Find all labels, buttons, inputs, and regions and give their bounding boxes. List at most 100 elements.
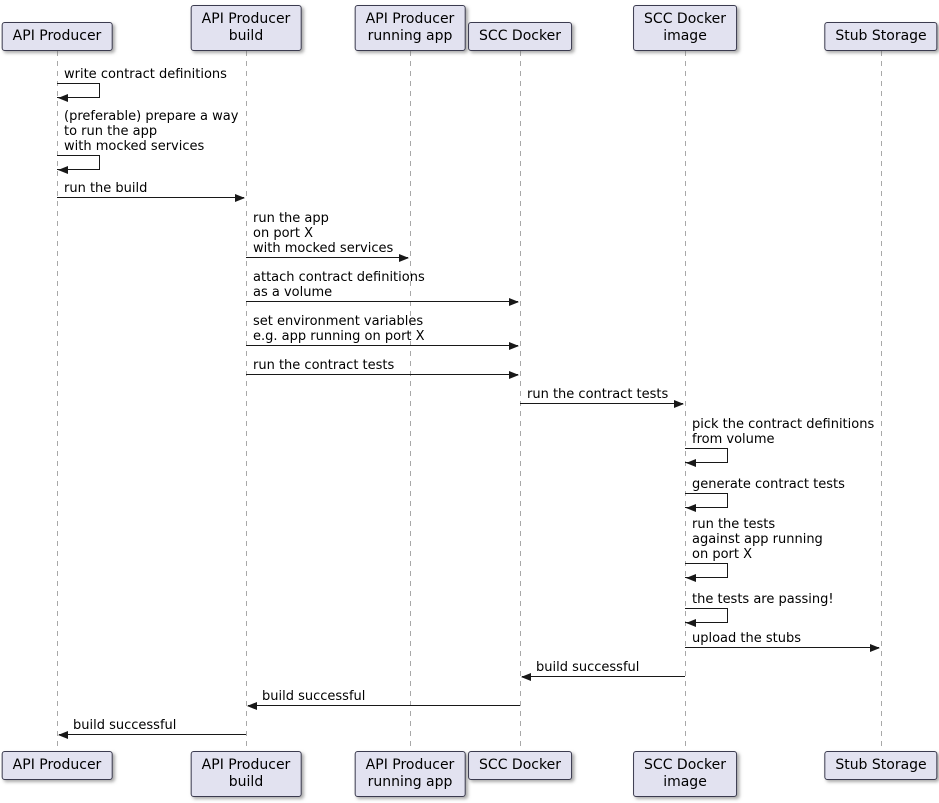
- message-text: e.g. app running on port X: [253, 329, 425, 344]
- participant-label: build: [228, 774, 264, 790]
- self-message-line: [685, 493, 727, 494]
- message-line: [246, 301, 518, 302]
- message-text: attach contract definitions: [253, 270, 425, 285]
- message-arrowhead: [686, 503, 696, 512]
- participant-top-api-producer: API Producer: [1, 22, 113, 51]
- participant-label: API Producer: [365, 11, 455, 27]
- message-text: from volume: [692, 432, 775, 447]
- message-line: [246, 257, 408, 258]
- participant-label: image: [663, 28, 707, 44]
- message-text: pick the contract definitions: [692, 417, 875, 432]
- participant-label: API Producer: [365, 757, 455, 773]
- message-line: [248, 705, 520, 706]
- participant-label: API Producer: [201, 11, 291, 27]
- self-message-line: [57, 83, 99, 84]
- message-text: (preferable) prepare a way: [64, 109, 239, 124]
- self-message-line: [99, 155, 100, 170]
- participant-label: SCC Docker: [479, 757, 561, 773]
- message-text: run the build: [64, 181, 148, 196]
- message-label: run the build: [64, 181, 147, 196]
- message-arrowhead: [58, 165, 68, 174]
- message-label: upload the stubs: [692, 631, 801, 646]
- participant-label: SCC Docker: [479, 28, 561, 44]
- message-arrowhead: [870, 643, 880, 652]
- participant-label: build: [228, 28, 264, 44]
- self-message-line: [685, 622, 727, 623]
- participant-label: Stub Storage: [835, 28, 927, 44]
- self-message-line: [685, 448, 727, 449]
- self-message-line: [727, 608, 728, 623]
- message-text: build successful: [73, 718, 177, 733]
- self-message-line: [57, 169, 99, 170]
- message-text: upload the stubs: [692, 631, 802, 646]
- lifeline-api-producer-build: [246, 51, 247, 751]
- lifeline-scc-docker: [520, 51, 521, 751]
- message-line: [59, 734, 246, 735]
- message-label: build successful: [536, 660, 639, 675]
- self-message-line: [99, 83, 100, 98]
- message-text: run the tests: [692, 517, 776, 532]
- participant-bottom-api-producer: API Producer: [1, 751, 113, 780]
- message-text: write contract definitions: [64, 67, 227, 82]
- message-arrowhead: [509, 341, 519, 350]
- message-text: set environment variables: [253, 314, 424, 329]
- message-text: build successful: [536, 660, 640, 675]
- message-text: build successful: [262, 689, 366, 704]
- participant-label: running app: [367, 774, 453, 790]
- message-label: run the contract tests: [527, 387, 668, 402]
- message-arrowhead: [399, 253, 409, 262]
- message-label: run the contract tests: [253, 358, 394, 373]
- message-text: generate contract tests: [692, 477, 845, 492]
- message-arrowhead: [235, 193, 245, 202]
- message-arrowhead: [247, 701, 257, 710]
- message-text: run the contract tests: [253, 358, 395, 373]
- message-label: build successful: [73, 718, 176, 733]
- message-arrowhead: [521, 672, 531, 681]
- self-message-line: [57, 155, 99, 156]
- message-text: run the contract tests: [527, 387, 669, 402]
- participant-label: API Producer: [12, 28, 102, 44]
- lifeline-stub-storage: [881, 51, 882, 751]
- message-label: build successful: [262, 689, 365, 704]
- message-arrowhead: [509, 297, 519, 306]
- participant-top-scc-docker: SCC Docker: [468, 22, 572, 51]
- self-message-line: [685, 608, 727, 609]
- message-arrowhead: [58, 93, 68, 102]
- message-arrowhead: [674, 399, 684, 408]
- message-text: with mocked services: [64, 139, 205, 154]
- message-label: write contract definitions: [64, 67, 227, 82]
- message-line: [246, 345, 518, 346]
- message-arrowhead: [58, 730, 68, 739]
- participant-bottom-stub-storage: Stub Storage: [824, 751, 938, 780]
- message-line: [57, 197, 244, 198]
- message-arrowhead: [686, 458, 696, 467]
- message-arrowhead: [509, 370, 519, 379]
- self-message-line: [685, 563, 727, 564]
- self-message-line: [727, 448, 728, 463]
- self-message-line: [685, 507, 727, 508]
- message-text: on port X: [253, 226, 314, 241]
- message-label: the tests are passing!: [692, 592, 834, 607]
- message-arrowhead: [686, 573, 696, 582]
- participant-label: Stub Storage: [835, 757, 927, 773]
- self-message-line: [57, 97, 99, 98]
- participant-top-stub-storage: Stub Storage: [824, 22, 938, 51]
- participant-label: SCC Docker: [644, 11, 726, 27]
- self-message-line: [685, 462, 727, 463]
- participant-label: API Producer: [201, 757, 291, 773]
- message-line: [685, 647, 879, 648]
- message-text: the tests are passing!: [692, 592, 834, 607]
- lifeline-api-producer: [57, 51, 58, 751]
- self-message-line: [727, 493, 728, 508]
- message-line: [522, 676, 685, 677]
- message-arrowhead: [686, 618, 696, 627]
